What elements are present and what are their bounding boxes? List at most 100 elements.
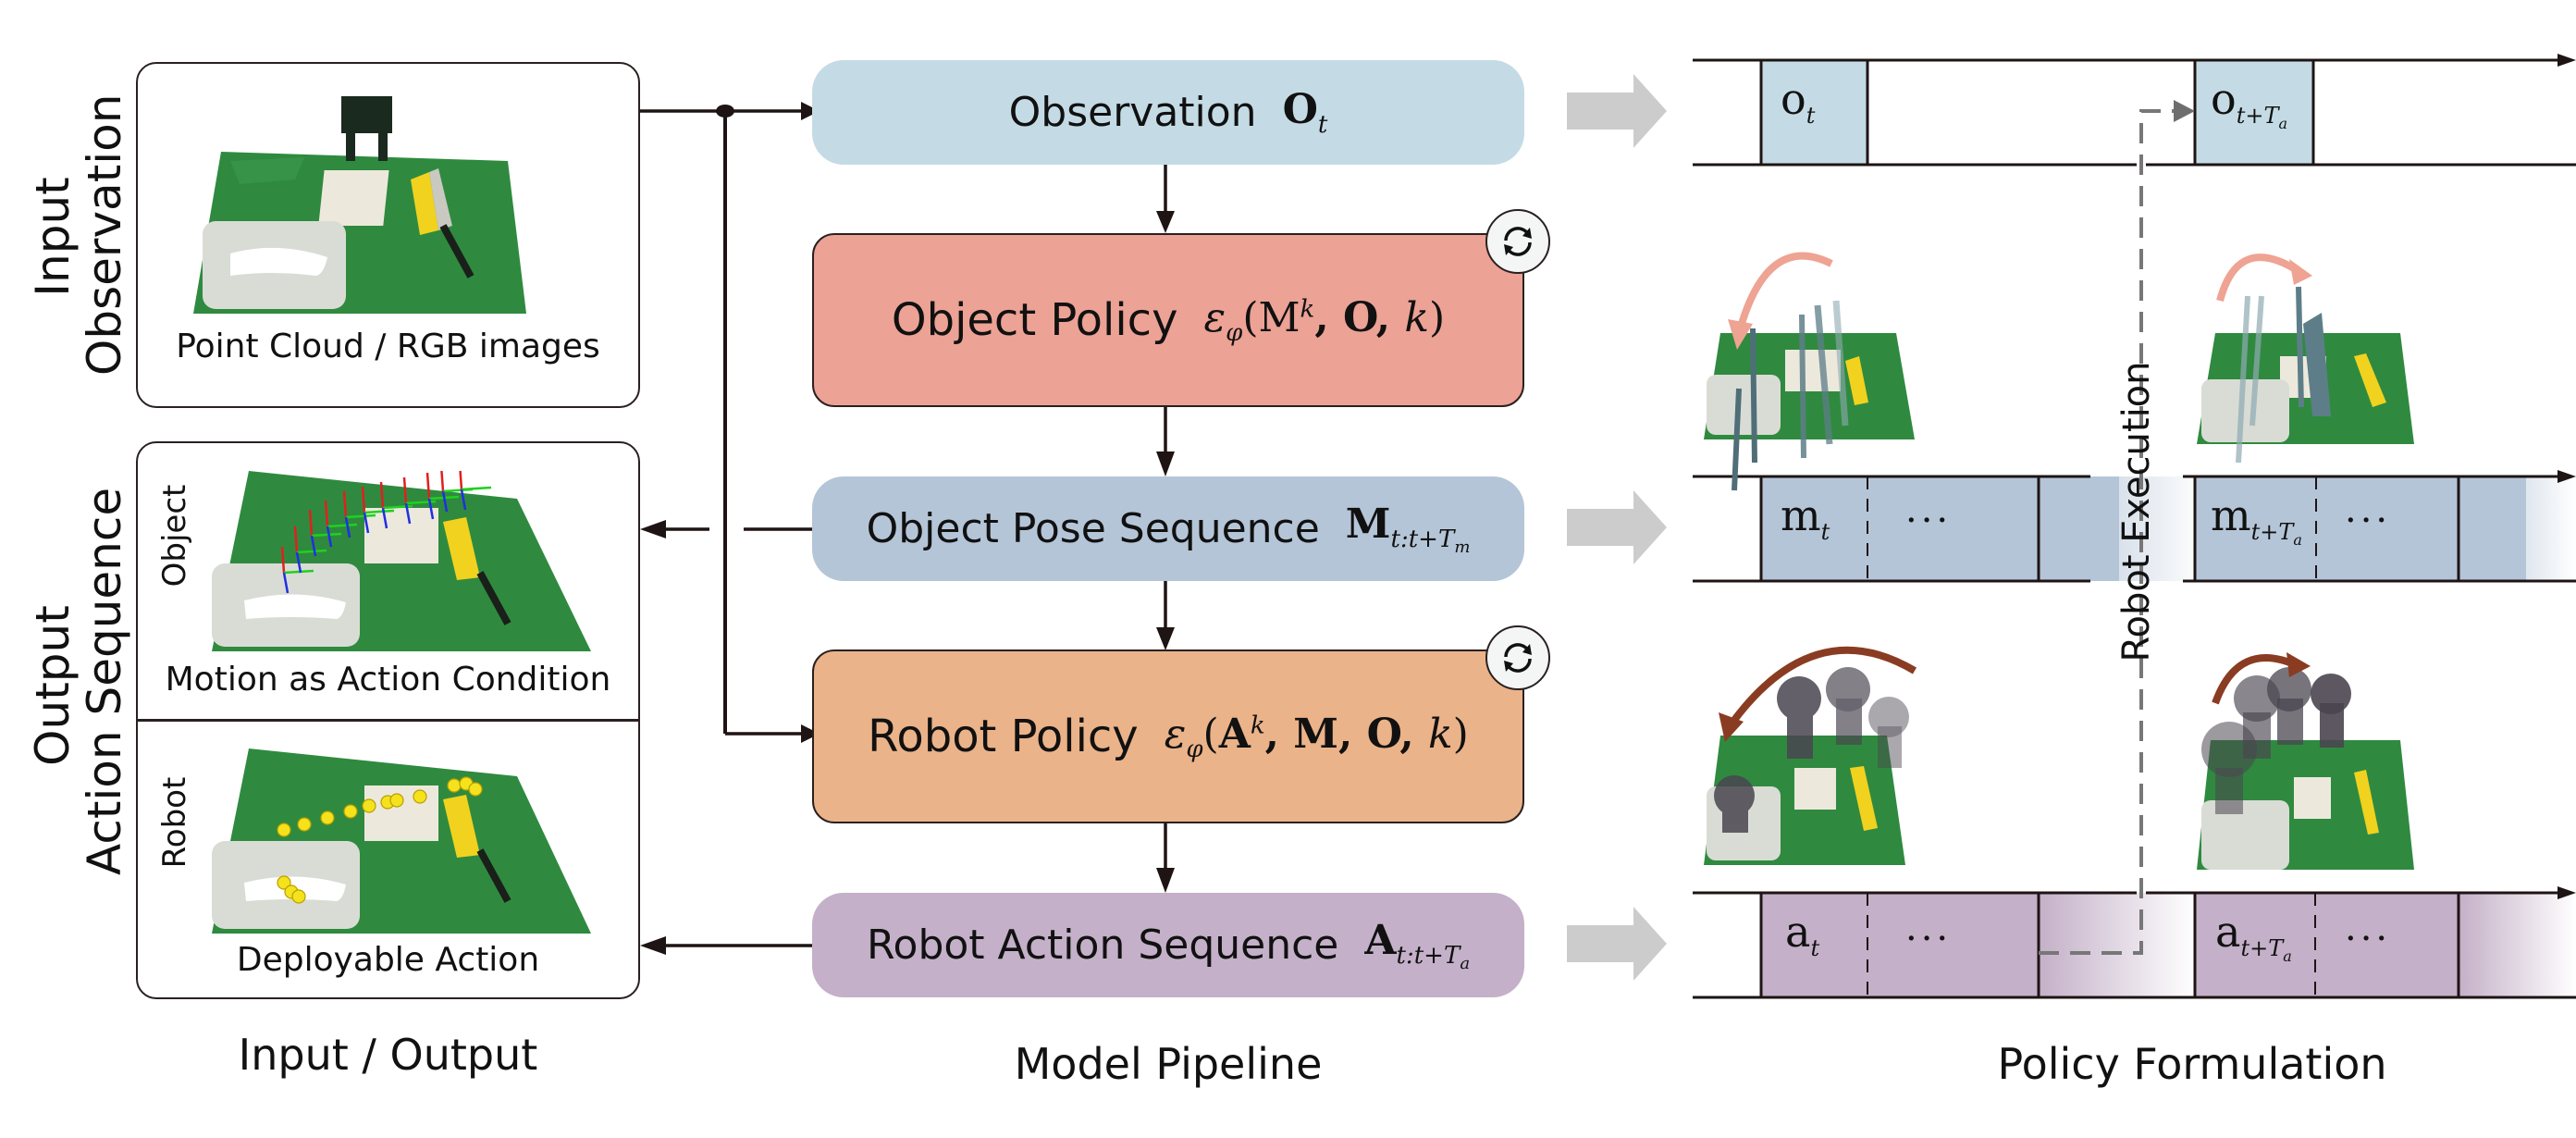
observation-box: Observation Ot (812, 60, 1524, 165)
pose-frame-marker (342, 490, 376, 538)
paren-open: ( (1242, 293, 1259, 341)
act-cell-1-label: at (1785, 907, 1819, 961)
object-caption: Motion as Action Condition (165, 661, 611, 699)
obs-cell-2 (2195, 60, 2313, 165)
act-sub: t+T (2240, 935, 2284, 962)
robot-action-sequence-box: Robot Action Sequence At:t+Ta (812, 893, 1524, 997)
waypoint-marker (413, 789, 427, 804)
act-cell-2-label: at+Ta (2215, 907, 2292, 965)
pose-symbol: m (2211, 490, 2251, 540)
pose-ellipsis-1: ··· (1905, 500, 1953, 542)
pose-cell-1-label: mt (1781, 490, 1830, 545)
robot-execution-label: Robot Execution (2115, 361, 2158, 662)
observation-label: Observation (1008, 89, 1257, 136)
pose-frame-marker (308, 509, 342, 557)
model-pipeline-section-title: Model Pipeline (1014, 1039, 1323, 1089)
obs-symbol: o (1781, 74, 1806, 124)
pose-cell-2-label: mt+Ta (2211, 490, 2302, 549)
observation-timeline (1693, 54, 2576, 167)
act-ellipsis-2: ··· (2345, 918, 2392, 960)
math-sup-k: k (1250, 711, 1265, 739)
robot-action-sequence-label: Robot Action Sequence (866, 922, 1339, 969)
object-motion-scene-image (212, 471, 591, 651)
math-rest: , O, (1314, 293, 1405, 341)
robot-policy-math: εφ(Ak, M, O, k) (1164, 710, 1469, 763)
object-policy-scene-1 (1704, 252, 1915, 491)
pose-to-output-arrowhead (640, 520, 666, 538)
object-policy-label: Object Policy (891, 294, 1178, 346)
waypoint-marker (389, 793, 404, 808)
robot-action-sequence-math: At:t+Ta (1364, 917, 1470, 973)
paren-close: ) (1429, 293, 1446, 341)
pose-sub-sub: a (2293, 530, 2302, 549)
gray-arrow-observation (1567, 74, 1667, 148)
gray-arrow-pose (1567, 490, 1667, 564)
robot-policy-box: Robot Policy εφ(Ak, M, O, k) (812, 625, 1550, 823)
pose-frame-marker (459, 471, 492, 511)
waypoint-marker (277, 823, 291, 837)
object-policy-eps-sub: φ (1226, 318, 1243, 347)
refresh-cycle-icon (1485, 209, 1550, 274)
policy-timelines (1693, 54, 2576, 999)
pose-frame-marker (324, 500, 358, 548)
math-k: k (1428, 710, 1453, 758)
input-output-section-title: Input / Output (238, 1030, 538, 1080)
output-label-line2: Action Sequence (78, 487, 131, 875)
gray-arrow-action (1567, 907, 1667, 981)
paren-close: ) (1452, 710, 1469, 758)
act-symbol: a (1785, 907, 1811, 957)
connector-lines (640, 102, 820, 955)
math-k: k (1404, 293, 1430, 341)
obs-sub: t+T (2236, 103, 2279, 130)
point-cloud-scene-image (193, 96, 526, 314)
robot-execution-arrowhead (2174, 100, 2195, 122)
math-M: M (1258, 293, 1300, 341)
pose-frame-marker (280, 546, 314, 594)
robot-policy-scene-2 (2197, 652, 2414, 870)
pose-symbol: m (1781, 490, 1821, 540)
pose-timeline (1693, 470, 2576, 583)
obs-symbol: o (2211, 74, 2237, 124)
robot-action-scene-image (212, 748, 591, 934)
action-to-output-arrowhead (640, 936, 666, 955)
pose-sub: t (1820, 519, 1830, 546)
act-sub-sub: a (2283, 946, 2292, 965)
action-sub-sub: a (1460, 953, 1471, 973)
object-side-label: Object (156, 484, 193, 588)
object-policy-math: εφ(Mk, O, k) (1203, 293, 1446, 347)
output-action-sequence-label: Output Action Sequence (26, 487, 131, 875)
math-A: A (1218, 710, 1251, 758)
output-label-line1: Output (26, 605, 80, 766)
robot-execution-dashed-path (2039, 109, 2178, 955)
obs-sub: t (1806, 103, 1816, 130)
obs-cell-2-label: ot+Ta (2211, 74, 2287, 132)
act-cell-2 (2195, 893, 2459, 997)
pose-sub: t:t+T (1390, 525, 1455, 553)
input-label-line1: Input (26, 177, 80, 297)
robot-policy-scene-1 (1704, 646, 1917, 865)
object-policy-box: Object Policy εφ(Mk, O, k) (812, 209, 1550, 407)
waypoint-marker (468, 782, 483, 797)
input-observation-label: Input Observation (26, 94, 131, 376)
observation-math: Ot (1283, 86, 1328, 139)
pose-symbol: M (1345, 501, 1391, 548)
waypoint-marker (277, 875, 291, 890)
policy-formulation-section-title: Policy Formulation (1997, 1039, 2387, 1089)
object-pose-sequence-label: Object Pose Sequence (866, 505, 1320, 552)
input-caption: Point Cloud / RGB images (176, 328, 600, 365)
robot-side-label: Robot (156, 776, 193, 869)
object-pose-sequence-box: Object Pose Sequence Mt:t+Tm (812, 476, 1524, 581)
pipeline-down-arrows (1156, 164, 1175, 893)
robot-policy-label: Robot Policy (868, 711, 1139, 762)
pose-ellipsis-2: ··· (2345, 500, 2392, 542)
action-symbol: A (1364, 917, 1397, 964)
act-sub: t (1810, 935, 1820, 962)
object-pose-sequence-math: Mt:t+Tm (1346, 501, 1471, 557)
output-action-panel: Object Motion as Action Condition Robot … (136, 441, 640, 999)
act-cell-1 (1761, 893, 2039, 997)
panel-divider (138, 719, 638, 722)
observation-symbol: O (1282, 86, 1318, 134)
waypoint-marker (291, 889, 306, 904)
object-policy-scene-2 (2197, 254, 2414, 464)
math-rest: , M, O, (1264, 710, 1428, 758)
